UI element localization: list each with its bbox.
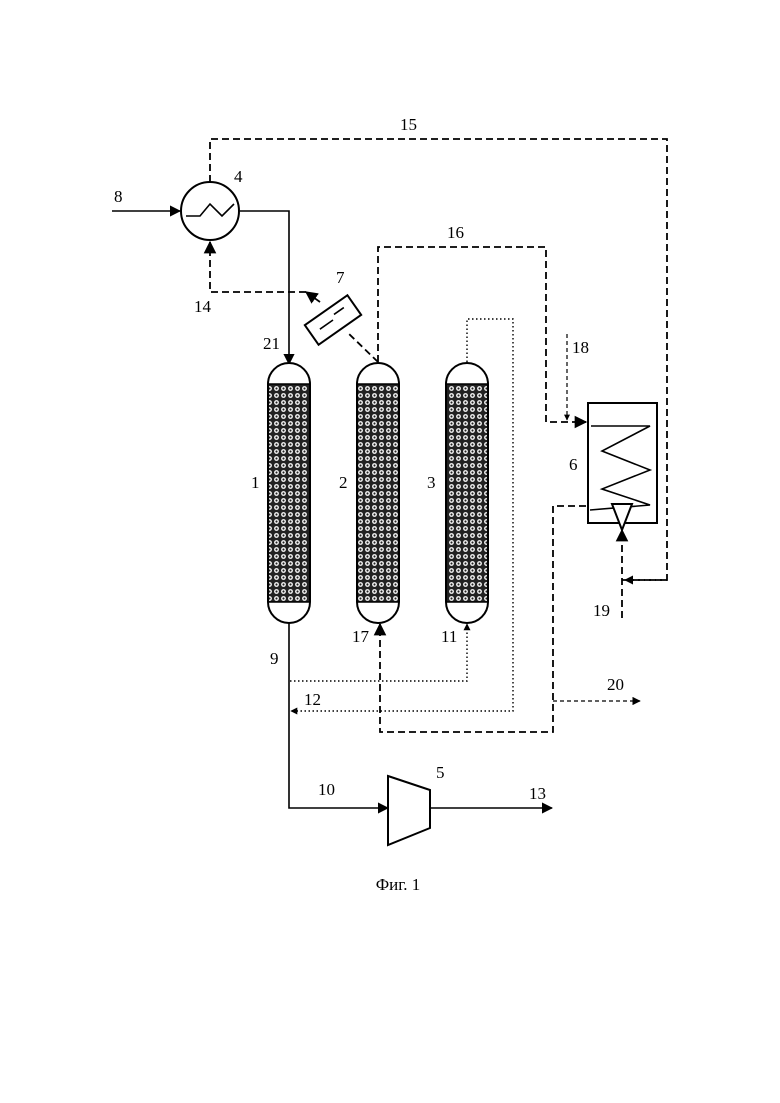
furnace-6 bbox=[588, 403, 657, 530]
label-stream-14: 14 bbox=[194, 297, 212, 316]
label-separator-7: 7 bbox=[336, 268, 345, 287]
label-reactor-2: 2 bbox=[339, 473, 348, 492]
label-furnace-6: 6 bbox=[569, 455, 578, 474]
reactor-1 bbox=[268, 363, 310, 623]
label-stream-21: 21 bbox=[263, 334, 280, 353]
separator-outlet-line bbox=[306, 292, 320, 302]
label-stream-10: 10 bbox=[318, 780, 335, 799]
label-stream-18: 18 bbox=[572, 338, 589, 357]
label-reactor-3: 3 bbox=[427, 473, 436, 492]
label-stream-16: 16 bbox=[447, 223, 464, 242]
label-reactor-1: 1 bbox=[251, 473, 260, 492]
label-stream-19: 19 bbox=[593, 601, 610, 620]
heat-exchanger-4 bbox=[181, 182, 239, 240]
label-stream-15: 15 bbox=[400, 115, 417, 134]
label-compressor-5: 5 bbox=[436, 763, 445, 782]
label-stream-11: 11 bbox=[441, 627, 457, 646]
stream-14-line bbox=[210, 242, 306, 292]
reactor-2 bbox=[357, 363, 399, 623]
reactor-2-to-separator-line bbox=[347, 332, 378, 362]
label-stream-8: 8 bbox=[114, 187, 123, 206]
label-stream-9: 9 bbox=[270, 649, 279, 668]
label-stream-13: 13 bbox=[529, 784, 546, 803]
label-stream-17: 17 bbox=[352, 627, 370, 646]
label-stream-12: 12 bbox=[304, 690, 321, 709]
figure-caption: Фиг. 1 bbox=[376, 875, 421, 894]
reactor-3 bbox=[446, 363, 488, 623]
label-heat-exchanger-4: 4 bbox=[234, 167, 243, 186]
label-stream-20: 20 bbox=[607, 675, 624, 694]
compressor-5 bbox=[388, 776, 430, 845]
stream-9-10-line bbox=[289, 622, 388, 808]
